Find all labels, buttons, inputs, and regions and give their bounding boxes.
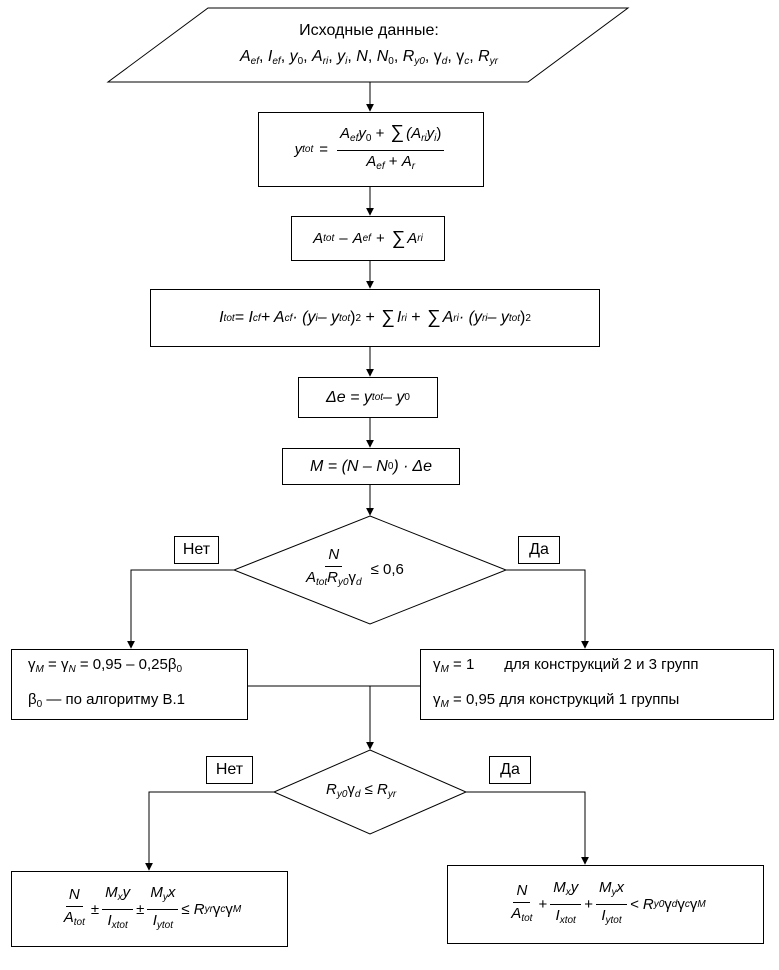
input-title: Исходные данные: — [299, 22, 439, 39]
label-no-1: Нет — [174, 536, 219, 564]
decision-diamond-1 — [232, 515, 508, 625]
branch-yes-1 — [506, 569, 589, 649]
input-parallelogram — [106, 7, 630, 83]
decision-diamond-2 — [272, 749, 468, 835]
label-yes-2: Да — [489, 756, 531, 784]
gamma-reduced-box: γM = γN = 0,95 – 0,25β0 β0 — по алгоритм… — [11, 649, 248, 720]
label-yes-1: Да — [518, 536, 560, 564]
label-no-2: Нет — [206, 756, 253, 784]
condition-1: N AtotRy0γd ≤ 0,6 — [306, 546, 404, 588]
input-variables: Aef, Ief, y0, Ari, yi, N, N0, Ry0, γd, γ… — [239, 48, 499, 67]
branch-yes-2 — [466, 791, 589, 865]
branch-no-2 — [145, 791, 274, 871]
ytot-fraction: Aefy0 + ∑(Ariyi) Aef + Ar — [337, 123, 445, 176]
branch-no-1 — [127, 569, 234, 649]
condition-2: Ry0γd ≤ Ryr — [326, 781, 397, 800]
